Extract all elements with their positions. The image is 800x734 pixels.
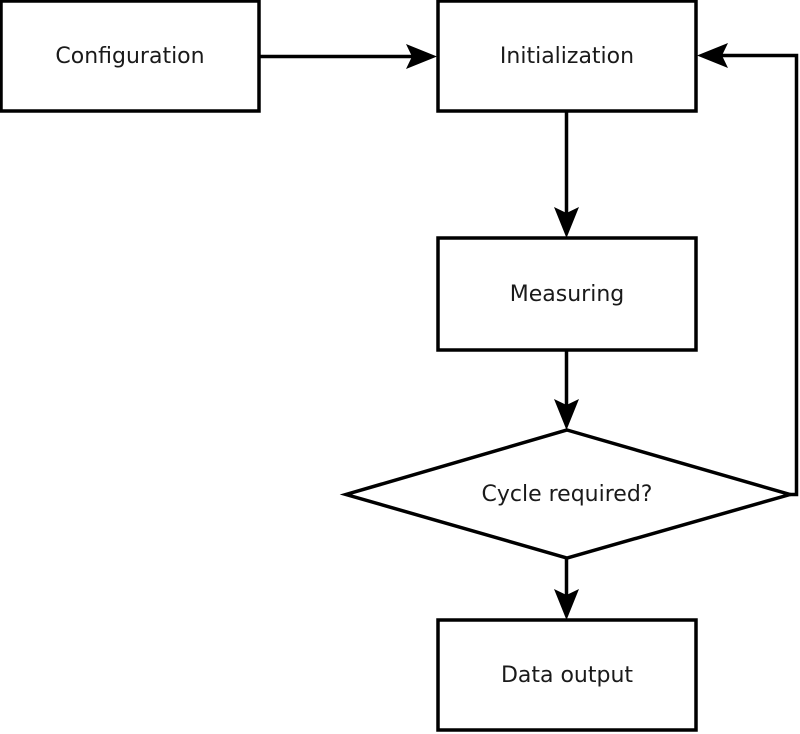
edge-cycle-required-to-data-output	[554, 558, 579, 620]
node-data-output[interactable]: Data output	[436, 618, 698, 732]
initialization-label: Initialization	[500, 44, 634, 69]
initialization-box[interactable]	[436, 0, 698, 113]
arrow-head-into-data-output-top	[554, 589, 579, 620]
measuring-box[interactable]	[436, 236, 698, 352]
arrow-head-into-cycle-required-top	[554, 399, 579, 430]
edge-configuration-to-initialization	[259, 44, 437, 69]
data-output-box[interactable]	[436, 618, 698, 732]
arrow-head-into-initialization-right	[697, 43, 728, 68]
measuring-label: Measuring	[510, 282, 624, 307]
cycle-required-diamond[interactable]	[339, 428, 797, 560]
node-measuring[interactable]: Measuring	[436, 236, 698, 352]
cycle-required-label: Cycle required?	[482, 482, 653, 507]
edge-line-feedback-loop	[709, 53, 799, 497]
configuration-label: Configuration	[55, 44, 204, 69]
node-initialization[interactable]: Initialization	[436, 0, 698, 113]
arrow-head-into-initialization-left	[406, 44, 437, 69]
node-configuration[interactable]: Configuration	[0, 0, 261, 113]
node-cycle-required[interactable]: Cycle required?	[339, 428, 797, 560]
edge-measuring-to-cycle-required	[554, 350, 579, 430]
arrow-head-into-measuring-top	[554, 207, 579, 238]
edge-initialization-to-measuring	[554, 111, 579, 238]
edge-cycle-required-feedback-to-initialization	[697, 43, 799, 497]
data-output-label: Data output	[501, 663, 633, 688]
configuration-box[interactable]	[0, 0, 261, 113]
